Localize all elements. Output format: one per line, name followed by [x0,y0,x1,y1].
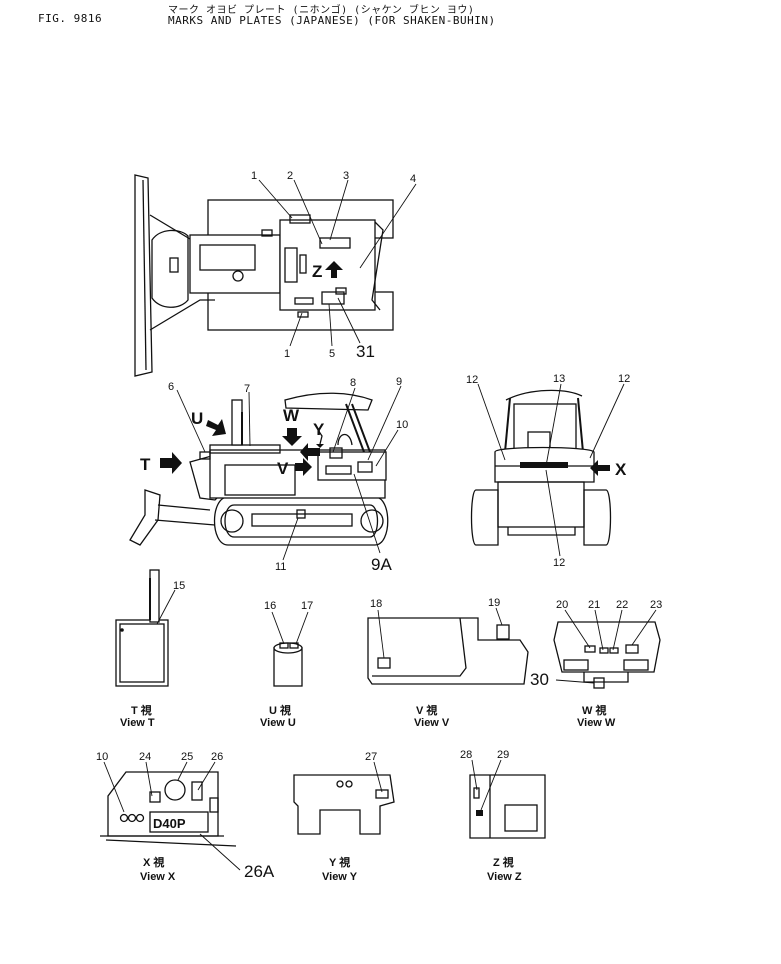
callout-26a: 26A [244,862,275,881]
callout-24: 24 [139,751,151,763]
callout-22: 22 [616,599,628,611]
side-view-dozer: T U W Y V 6 7 8 9 10 11 9A [129,376,408,574]
callout-7: 7 [244,383,250,395]
view-arrow-label-x: X [615,460,627,479]
callout-23: 23 [650,599,662,611]
view-v-label-en: View V [414,717,450,729]
view-arrow-label-z: Z [312,262,322,281]
top-view-dozer: Z 1 2 3 4 1 5 31 [134,170,417,377]
callout-21: 21 [588,599,600,611]
callout-31: 31 [356,342,375,361]
callout-8: 8 [350,377,356,389]
title-english: MARKS AND PLATES (JAPANESE) (FOR SHAKEN-… [168,14,496,27]
callout-9a: 9A [371,555,392,574]
view-w-detail: 20 21 22 23 30 W 視 View W [530,599,662,729]
callout-19: 19 [488,597,500,609]
callout-6: 6 [168,381,174,393]
view-y-label-jp: Y 視 [329,855,350,869]
callout-10: 10 [396,419,408,431]
view-x-label-jp: X 視 [143,855,164,869]
callout-3: 3 [343,170,349,182]
title-japanese: マーク オヨビ プレート (ニホンゴ) (シャケン ブヒン ヨウ) [168,5,475,16]
view-v-detail: 18 19 V 視 View V [367,597,529,729]
view-w-label-en: View W [577,717,616,729]
view-u-label-en: View U [260,717,296,729]
view-arrow-label-y: Y [313,420,325,439]
x-plate-text: D40P [153,816,186,831]
callout-10-view-x: 10 [96,751,108,763]
view-t-label-en: View T [120,717,155,729]
callout-4: 4 [410,173,416,185]
view-w-label-jp: W 視 [582,703,606,717]
callout-28: 28 [460,749,472,761]
view-y-label-en: View Y [322,871,358,883]
callout-12-bottom: 12 [553,557,565,569]
view-v-label-jp: V 視 [416,703,437,717]
view-y-detail: 27 Y 視 View Y [293,751,395,883]
view-u-label-jp: U 視 [269,703,291,717]
view-arrow-label-t: T [140,455,151,474]
callout-20: 20 [556,599,568,611]
view-arrow-label-v: V [277,459,289,478]
callout-13: 13 [553,373,565,385]
callout-9: 9 [396,376,402,388]
callout-2: 2 [287,170,293,182]
callout-25: 25 [181,751,193,763]
view-z-detail: 28 29 Z 視 View Z [460,749,546,883]
figure-code: FIG. 9816 [38,12,103,25]
view-z-label-jp: Z 視 [493,855,514,869]
view-arrow-label-w: W [283,406,300,425]
callout-27: 27 [365,751,377,763]
callout-16: 16 [264,600,276,612]
callout-29: 29 [497,749,509,761]
view-z-label-en: View Z [487,871,522,883]
callout-5: 5 [329,348,335,360]
callout-26: 26 [211,751,223,763]
callout-1-lower: 1 [284,348,290,360]
callout-12-left: 12 [466,374,478,386]
callout-12-right: 12 [618,373,630,385]
view-t-detail: 15 T 視 View T [115,569,185,729]
callout-17: 17 [301,600,313,612]
view-u-detail: 16 17 U 視 View U [260,600,313,729]
callout-1: 1 [251,170,257,182]
view-t-label-jp: T 視 [131,703,152,717]
callout-18: 18 [370,598,382,610]
callout-11: 11 [275,561,286,573]
rear-view-dozer: X 12 13 12 12 [466,373,630,569]
view-x-label-en: View X [140,871,176,883]
callout-15: 15 [173,580,185,592]
view-arrow-label-u: U [191,409,203,428]
callout-30: 30 [530,670,549,689]
view-x-detail: D40P 10 24 25 26 26A X 視 View X [96,751,275,883]
